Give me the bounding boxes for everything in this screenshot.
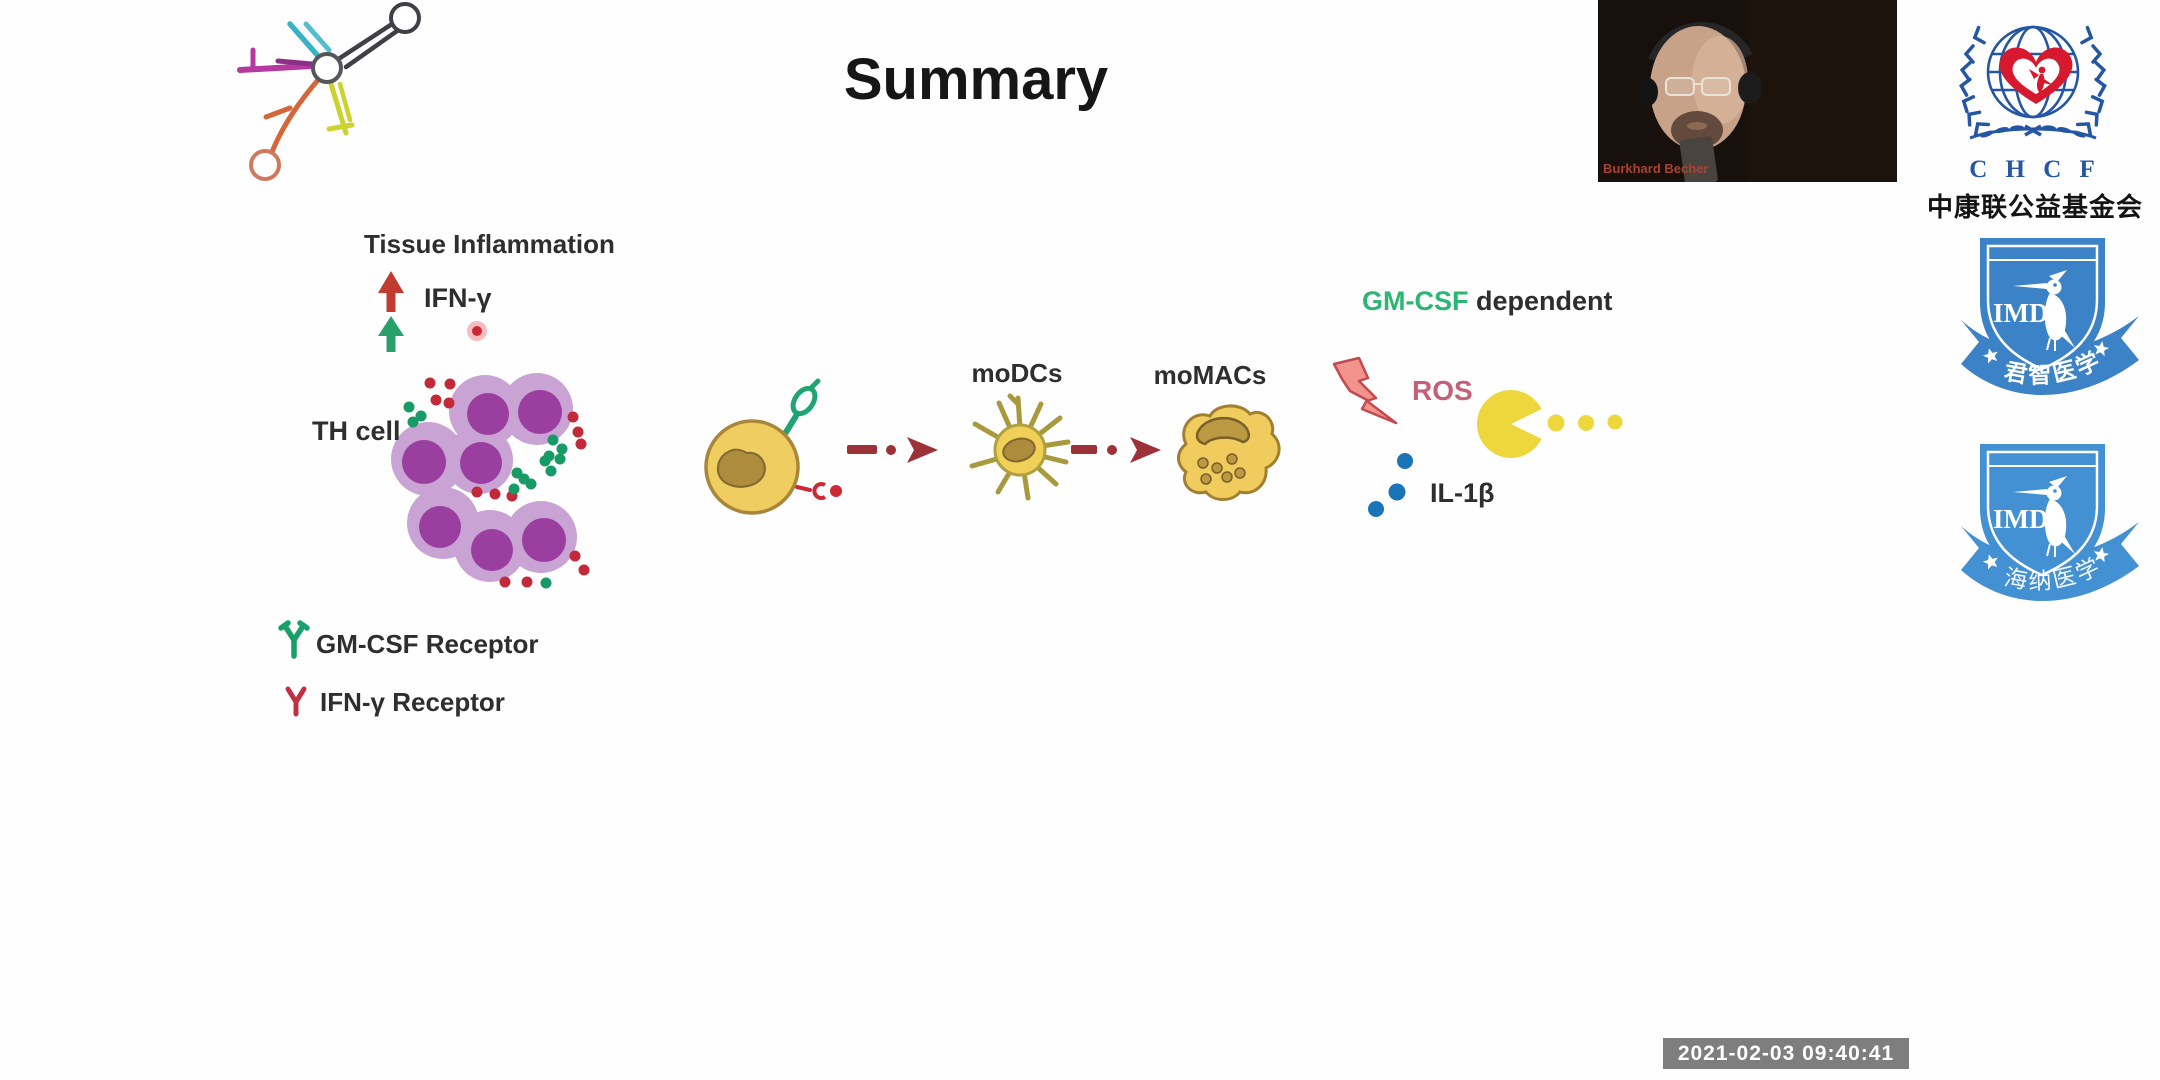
chcf-logo bbox=[1957, 25, 2109, 140]
gmcsf-highlight: GM-CSF bbox=[1362, 286, 1469, 316]
fairy-icon bbox=[2029, 66, 2053, 93]
microphone-icon bbox=[1679, 136, 1718, 182]
chcf-acronym: C H C F bbox=[1969, 156, 2101, 183]
momac-cell bbox=[1177, 404, 1281, 501]
momacs-label: moMACs bbox=[1153, 360, 1267, 390]
differentiation-arrow-1 bbox=[847, 437, 938, 463]
shield bbox=[1980, 238, 2105, 380]
il1b-dots bbox=[1368, 453, 1413, 517]
tissue-inflammation-label: Tissue Inflammation bbox=[364, 229, 615, 259]
speaker-webcam: Burkhard Becher bbox=[1598, 0, 1897, 182]
imd-logo-junzhi: IMD 君智医学 bbox=[1961, 238, 2139, 396]
gmcsf-dots bbox=[403, 401, 568, 589]
gmcsf-dependent-label: GM-CSF dependent bbox=[1362, 286, 1613, 317]
modcs-label: moDCs bbox=[971, 358, 1063, 388]
ifn-gamma-label: IFN-γ bbox=[424, 283, 492, 313]
ros-label: ROS bbox=[1412, 375, 1473, 406]
ifn-molecule-icon bbox=[467, 321, 487, 341]
gm-csf-receptor-icon bbox=[278, 620, 310, 659]
phagocyte-pacman-icon bbox=[1476, 390, 1623, 458]
kingfisher-bird-icon bbox=[2013, 270, 2075, 351]
glasses-icon bbox=[1665, 77, 1695, 96]
video-timestamp: 2021-02-03 09:40:41 bbox=[1663, 1038, 1909, 1069]
ifn-gamma-receptor-icon bbox=[285, 686, 307, 717]
shield bbox=[1980, 444, 2105, 586]
modc-cell bbox=[969, 393, 1071, 501]
heart-icon bbox=[1999, 47, 2073, 104]
imd-acronym: IMD bbox=[1993, 298, 2049, 328]
gm-csf-receptor-legend-label: GM-CSF Receptor bbox=[316, 629, 539, 659]
gmcsf-up-arrow-icon bbox=[378, 316, 404, 352]
ros-lightning-icon bbox=[1332, 356, 1398, 425]
speaker-name-label: Burkhard Becher bbox=[1603, 161, 1709, 176]
ifn-up-arrow-icon bbox=[378, 271, 404, 312]
dependent-text: dependent bbox=[1468, 286, 1613, 316]
ifn-receptor-legend-label: IFN-γ Receptor bbox=[320, 687, 505, 717]
chcf-chinese-name: 中康联公益基金会 bbox=[1926, 192, 2144, 222]
ifn-dots bbox=[424, 377, 590, 588]
speaker-portrait bbox=[1598, 0, 1897, 182]
imd-logo-haina: IMD 海纳医学 bbox=[1961, 444, 2139, 602]
cytokine-network-icon bbox=[237, 2, 421, 181]
kingfisher-bird-icon bbox=[2013, 476, 2075, 557]
page-title: Summary bbox=[843, 47, 1109, 112]
th-cell-cluster bbox=[391, 373, 590, 589]
monocyte-cell bbox=[704, 378, 842, 515]
differentiation-arrow-2 bbox=[1071, 437, 1161, 463]
th-cell-label: TH cell bbox=[312, 416, 401, 446]
imd-acronym: IMD bbox=[1993, 504, 2049, 534]
laurel-wreath-icon bbox=[1957, 25, 2109, 140]
il1b-label: IL-1β bbox=[1430, 478, 1495, 508]
